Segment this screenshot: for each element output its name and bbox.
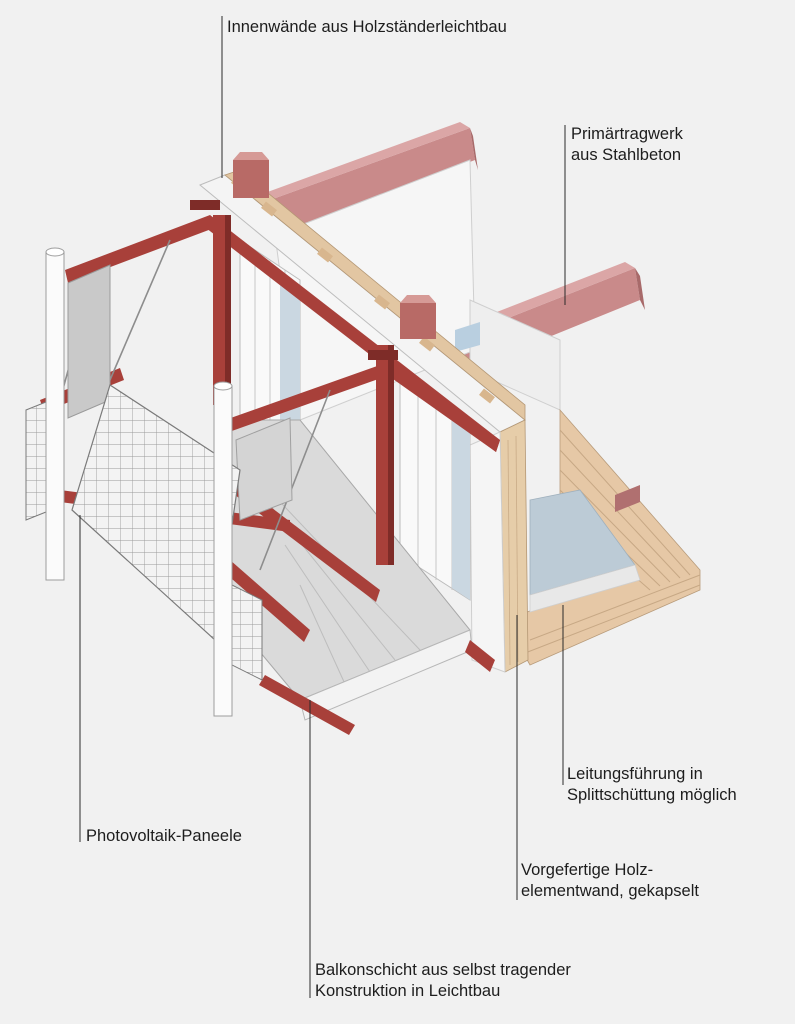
- column-stubs: [233, 152, 436, 339]
- label-inner-walls: Innenwände aus Holzständerleichtbau: [227, 18, 507, 36]
- label-wood-wall: Vorgefertige Holz- elementwand, gekapsel…: [521, 861, 699, 900]
- mesh-screen-back: [67, 264, 111, 419]
- screed-layer: [529, 489, 641, 613]
- label-photovoltaic: Photovoltaik-Paneele: [86, 827, 242, 845]
- round-posts: [45, 247, 233, 717]
- label-primary-structure: Primärtragwerk aus Stahlbeton: [571, 125, 683, 164]
- label-conduits: Leitungsführung in Splittschüttung mögli…: [567, 765, 737, 804]
- concrete-beam-upper: [262, 122, 478, 235]
- photovoltaic-panel-left: [25, 401, 47, 521]
- leader-lines: [79, 16, 566, 998]
- mesh-screen-front: [235, 417, 293, 521]
- wood-element-wall: [199, 169, 529, 673]
- label-balcony-layer: Balkonschicht aus selbst tragender Konst…: [315, 961, 571, 1000]
